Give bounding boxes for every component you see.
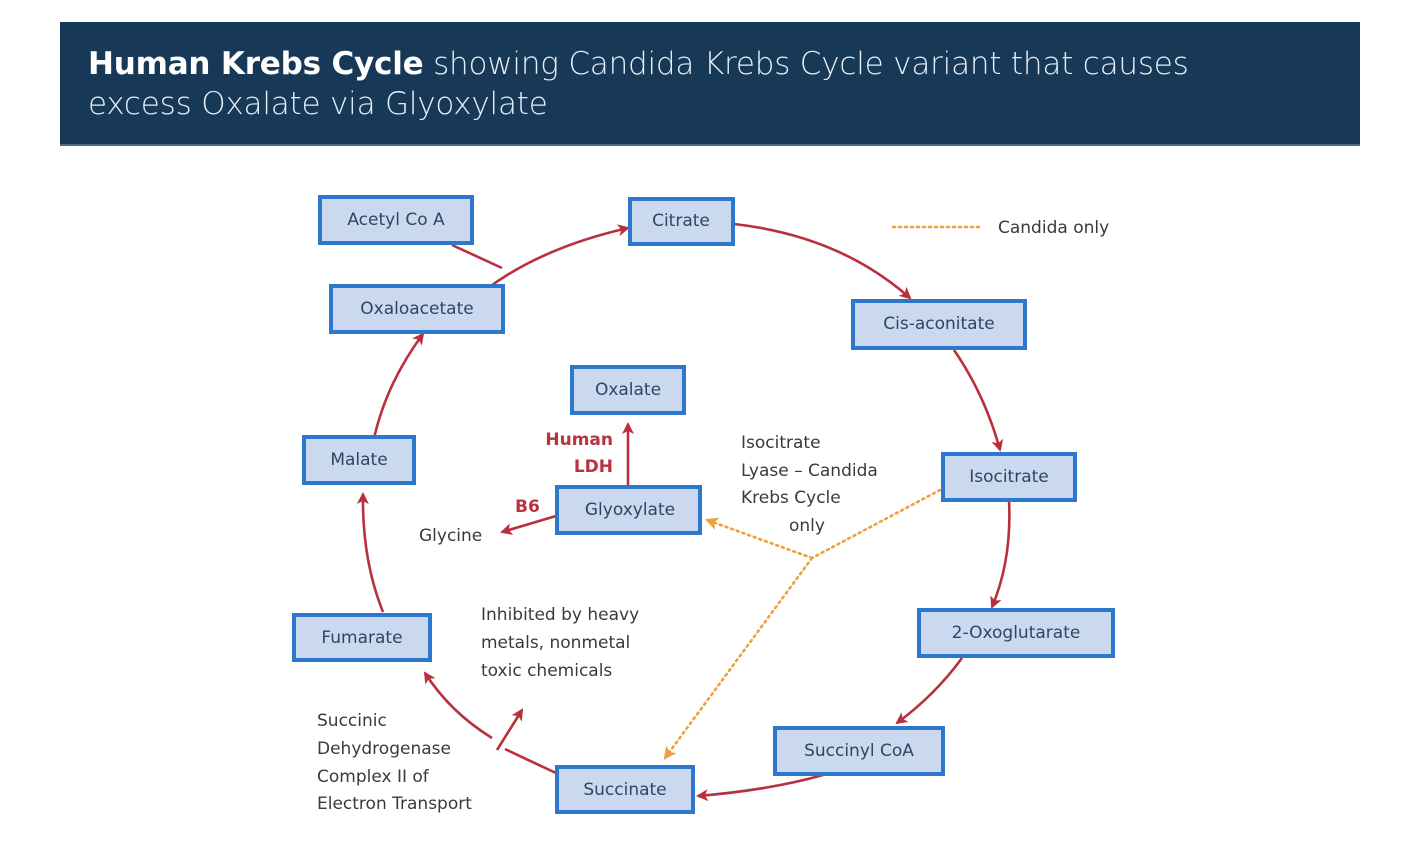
node-oxalate[interactable]: Oxalate (570, 365, 686, 415)
arrow-succinyl-coa-to-succinate (696, 773, 824, 802)
node-acetyl-coa-label: Acetyl Co A (347, 210, 445, 230)
node-oxalate-label: Oxalate (595, 380, 661, 400)
arrow-oxaloacetate-to-citrate (483, 224, 630, 293)
label-isocitrate-lyase-line4: only (789, 516, 825, 536)
label-inhibited-line1: Inhibited by heavy (481, 605, 639, 625)
label-succinic-dh-line1: Succinic (317, 711, 387, 731)
arrow-isocitrate-to-oxoglutarate (990, 499, 1011, 609)
arrow-fumarate-to-malate (356, 492, 385, 613)
label-isocitrate-lyase-line1: Isocitrate (741, 433, 821, 453)
title-line2: excess Oxalate via Glyoxylate (88, 86, 548, 122)
arrow-malate-to-oxaloacetate (371, 332, 425, 444)
node-glyoxylate-label: Glyoxylate (585, 500, 675, 520)
node-fumarate-label: Fumarate (321, 628, 402, 648)
label-isocitrate-lyase-line2: Lyase – Candida (741, 461, 878, 481)
node-oxoglutarate-label: 2-Oxoglutarate (952, 623, 1081, 643)
label-succinic-dh-line3: Complex II of (317, 767, 430, 787)
label-inhibited-line2: metals, nonmetal (481, 633, 630, 653)
arrow-succinate-to-fumarate-upper (423, 671, 493, 740)
inhibition-arrow (495, 708, 524, 751)
node-isocitrate[interactable]: Isocitrate (941, 452, 1077, 502)
label-human-ldh-line1: Human (545, 430, 613, 450)
candida-path-junction-to-succinate (663, 556, 814, 760)
label-succinic-dh-line2: Dehydrogenase (317, 739, 451, 759)
label-glycine: Glycine (419, 526, 482, 546)
connector-acetyl-coa (451, 243, 503, 270)
legend-candida-only: Candida only (998, 218, 1109, 238)
node-oxoglutarate[interactable]: 2-Oxoglutarate (917, 608, 1115, 658)
node-cis-aconitate-label: Cis-aconitate (883, 314, 994, 334)
label-human-ldh-line2: LDH (574, 457, 613, 477)
arrow-succinate-to-fumarate-lower (504, 747, 557, 775)
node-succinyl-coa[interactable]: Succinyl CoA (773, 726, 945, 776)
title-rest-line1: showing Candida Krebs Cycle variant that… (423, 46, 1189, 82)
page-title: Human Krebs Cycle showing Candida Krebs … (88, 44, 1332, 124)
node-glyoxylate[interactable]: Glyoxylate (555, 485, 702, 535)
node-oxaloacetate[interactable]: Oxaloacetate (329, 284, 505, 334)
candida-path-junction-to-glyoxylate (704, 517, 814, 560)
node-acetyl-coa[interactable]: Acetyl Co A (318, 195, 474, 245)
node-fumarate[interactable]: Fumarate (292, 613, 432, 662)
label-succinic-dh-line4: Electron Transport (317, 794, 472, 814)
label-isocitrate-lyase-line3: Krebs Cycle (741, 488, 841, 508)
arrow-cis-aconitate-to-isocitrate (952, 349, 1004, 452)
arrow-oxoglutarate-to-succinyl-coa (895, 657, 964, 725)
node-succinate[interactable]: Succinate (555, 765, 695, 814)
node-malate[interactable]: Malate (302, 435, 416, 485)
node-oxaloacetate-label: Oxaloacetate (360, 299, 473, 319)
candida-path-isocitrate-to-junction (810, 488, 942, 560)
label-b6: B6 (515, 497, 540, 517)
arrow-glyoxylate-to-glycine (500, 514, 557, 535)
node-citrate-label: Citrate (652, 211, 710, 231)
node-succinyl-coa-label: Succinyl CoA (804, 741, 914, 761)
title-banner: Human Krebs Cycle showing Candida Krebs … (60, 22, 1360, 146)
node-cis-aconitate[interactable]: Cis-aconitate (851, 299, 1027, 350)
label-inhibited-line3: toxic chemicals (481, 661, 612, 681)
node-citrate[interactable]: Citrate (628, 197, 735, 246)
title-bold: Human Krebs Cycle (88, 46, 424, 82)
node-malate-label: Malate (330, 450, 387, 470)
node-isocitrate-label: Isocitrate (969, 467, 1049, 487)
arrow-citrate-to-cis-aconitate (733, 222, 912, 300)
node-succinate-label: Succinate (583, 780, 666, 800)
